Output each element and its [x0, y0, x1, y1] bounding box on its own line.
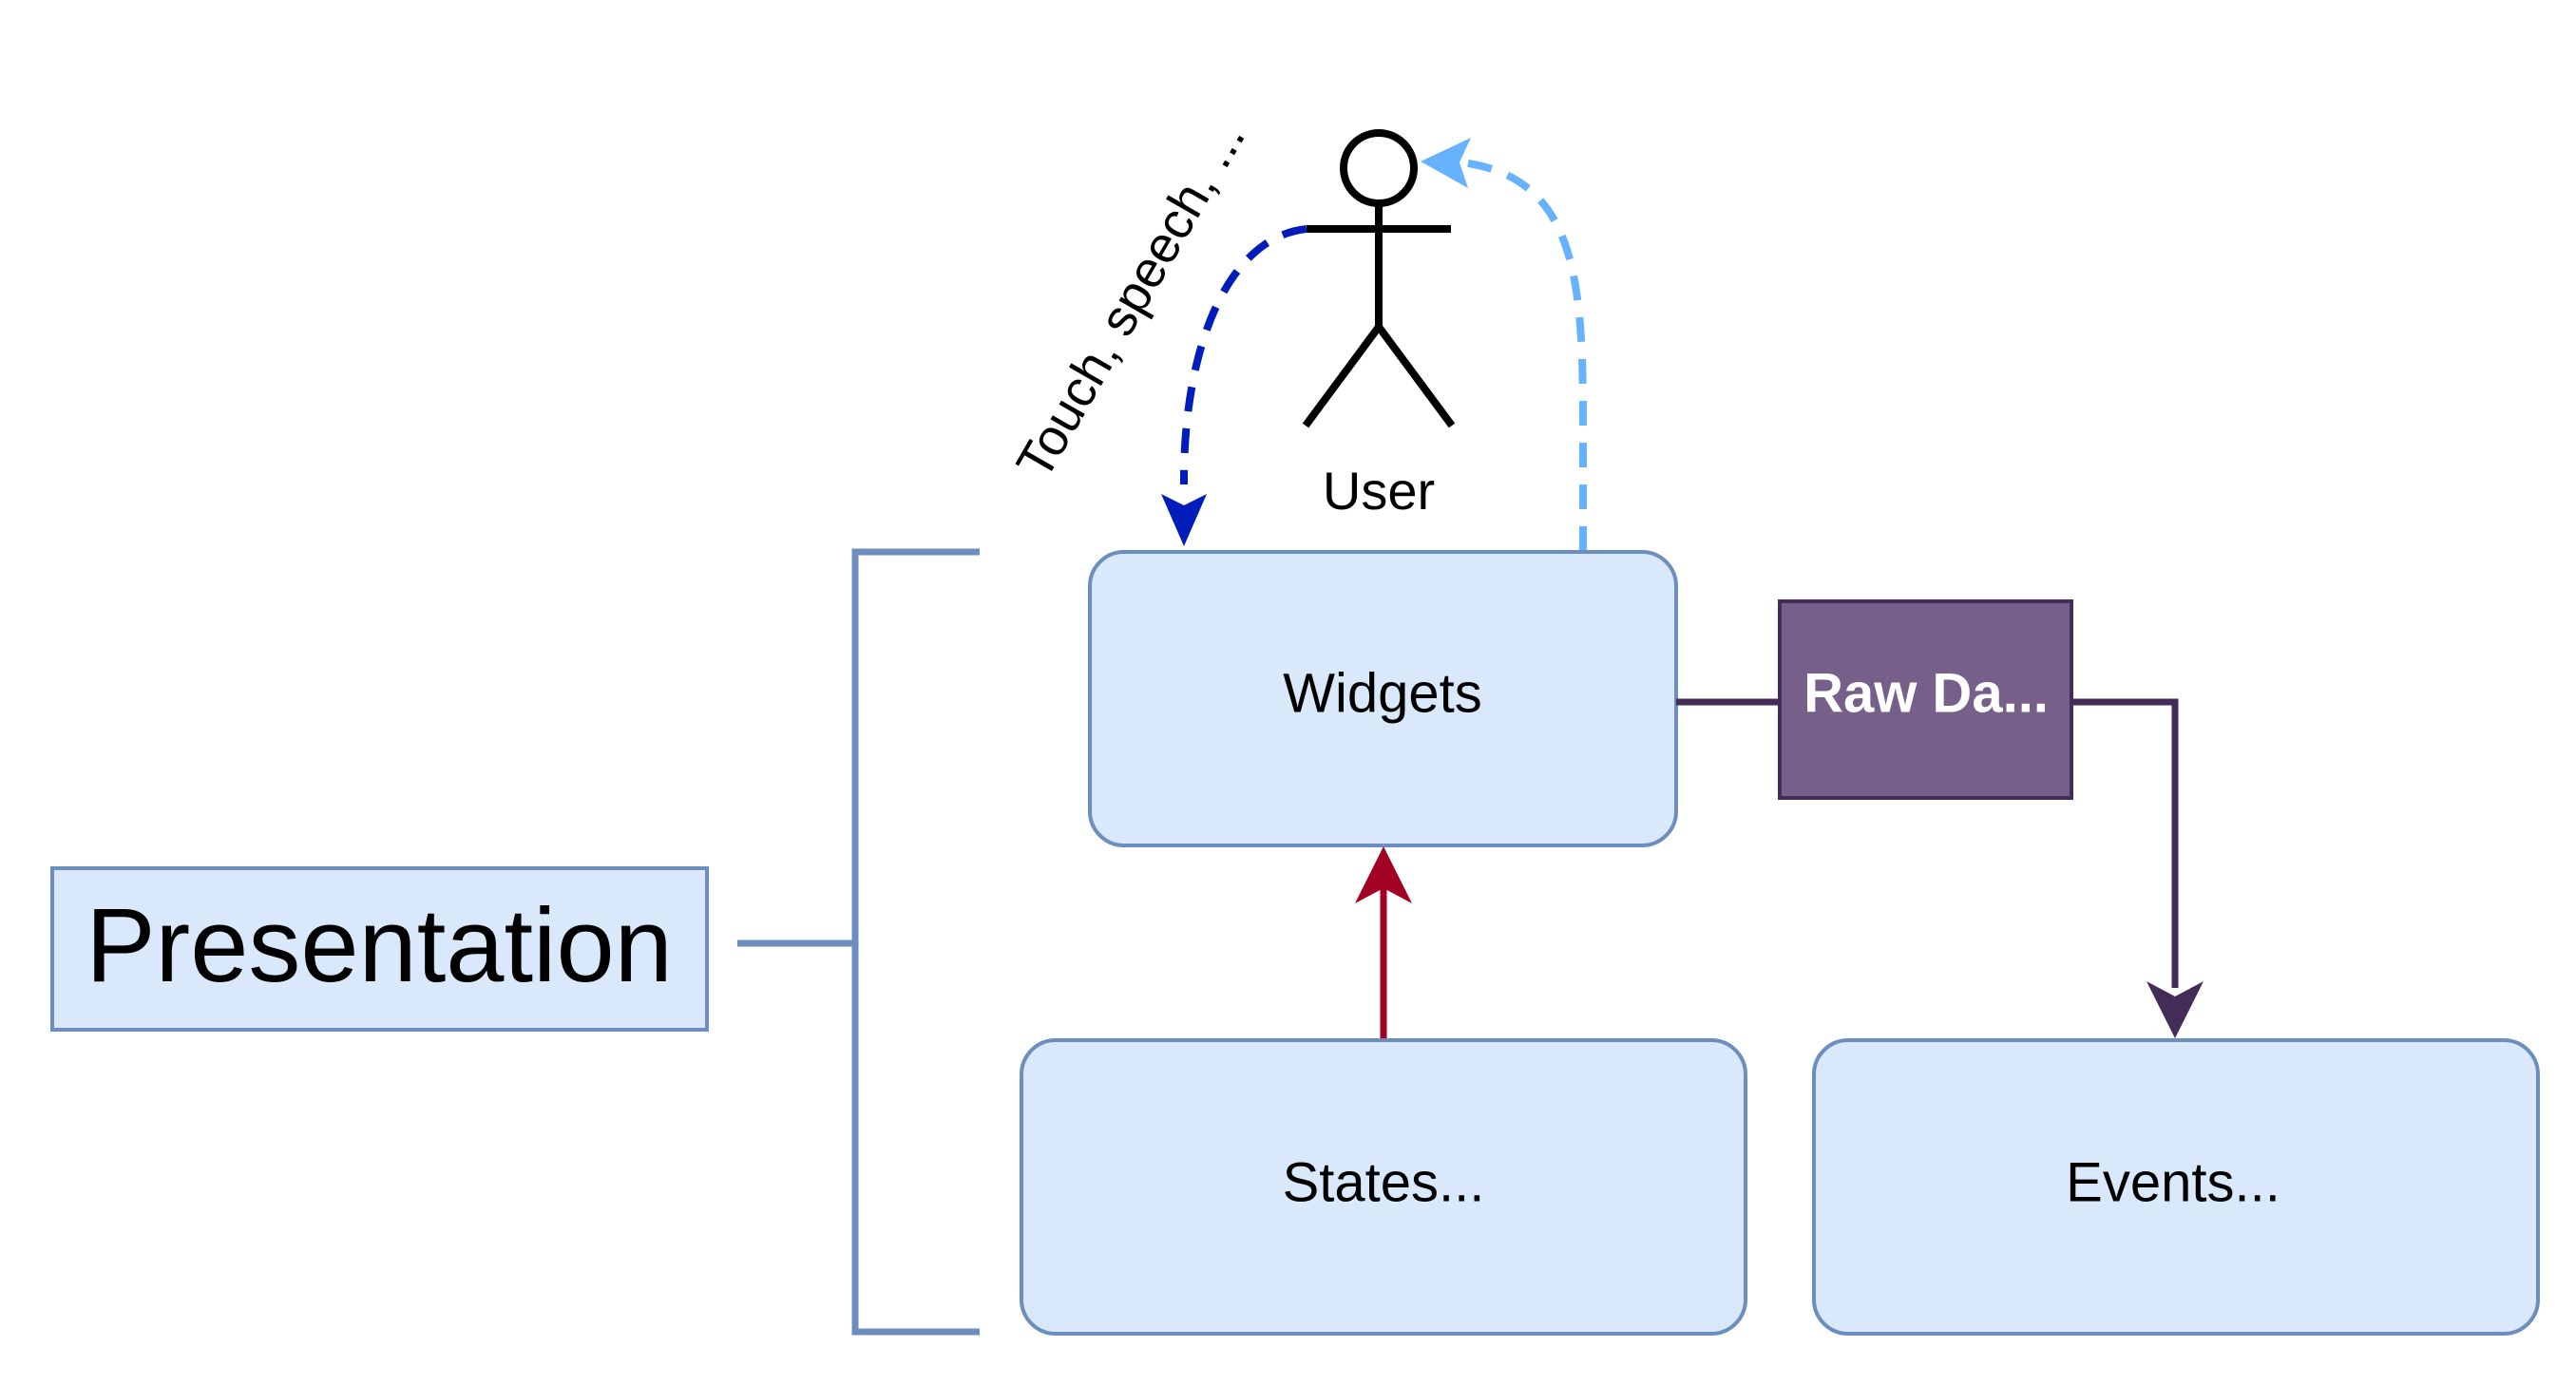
feedback-arrowhead [1421, 138, 1471, 188]
user-actor[interactable] [1302, 129, 1456, 428]
presentation-bracket [737, 548, 980, 1336]
raw-data-box[interactable] [1778, 599, 2073, 800]
feedback-arrow [1467, 160, 1587, 551]
user-right-leg [1375, 324, 1456, 428]
event-arrow [2071, 698, 2179, 988]
states-box[interactable] [1020, 1038, 1747, 1336]
widgets-label: Widgets [1283, 662, 1482, 724]
event-arrowhead [2147, 981, 2204, 1038]
user-head [1340, 129, 1418, 207]
input-arrow [1179, 225, 1307, 485]
presentation-label-box[interactable] [50, 866, 709, 1032]
events-box[interactable] [1812, 1038, 2540, 1336]
state-arrowhead [1355, 846, 1412, 903]
user-label: User [1323, 461, 1435, 521]
input-arrowhead [1161, 494, 1207, 546]
events-label: Events... [2066, 1151, 2280, 1213]
raw-data-label: Raw Da... [1803, 662, 2049, 724]
presentation-label: Presentation [86, 887, 673, 1004]
input-annotation: Touch, speech, ... [1005, 111, 1256, 488]
user-left-leg [1302, 324, 1383, 428]
states-label: States... [1283, 1151, 1485, 1213]
